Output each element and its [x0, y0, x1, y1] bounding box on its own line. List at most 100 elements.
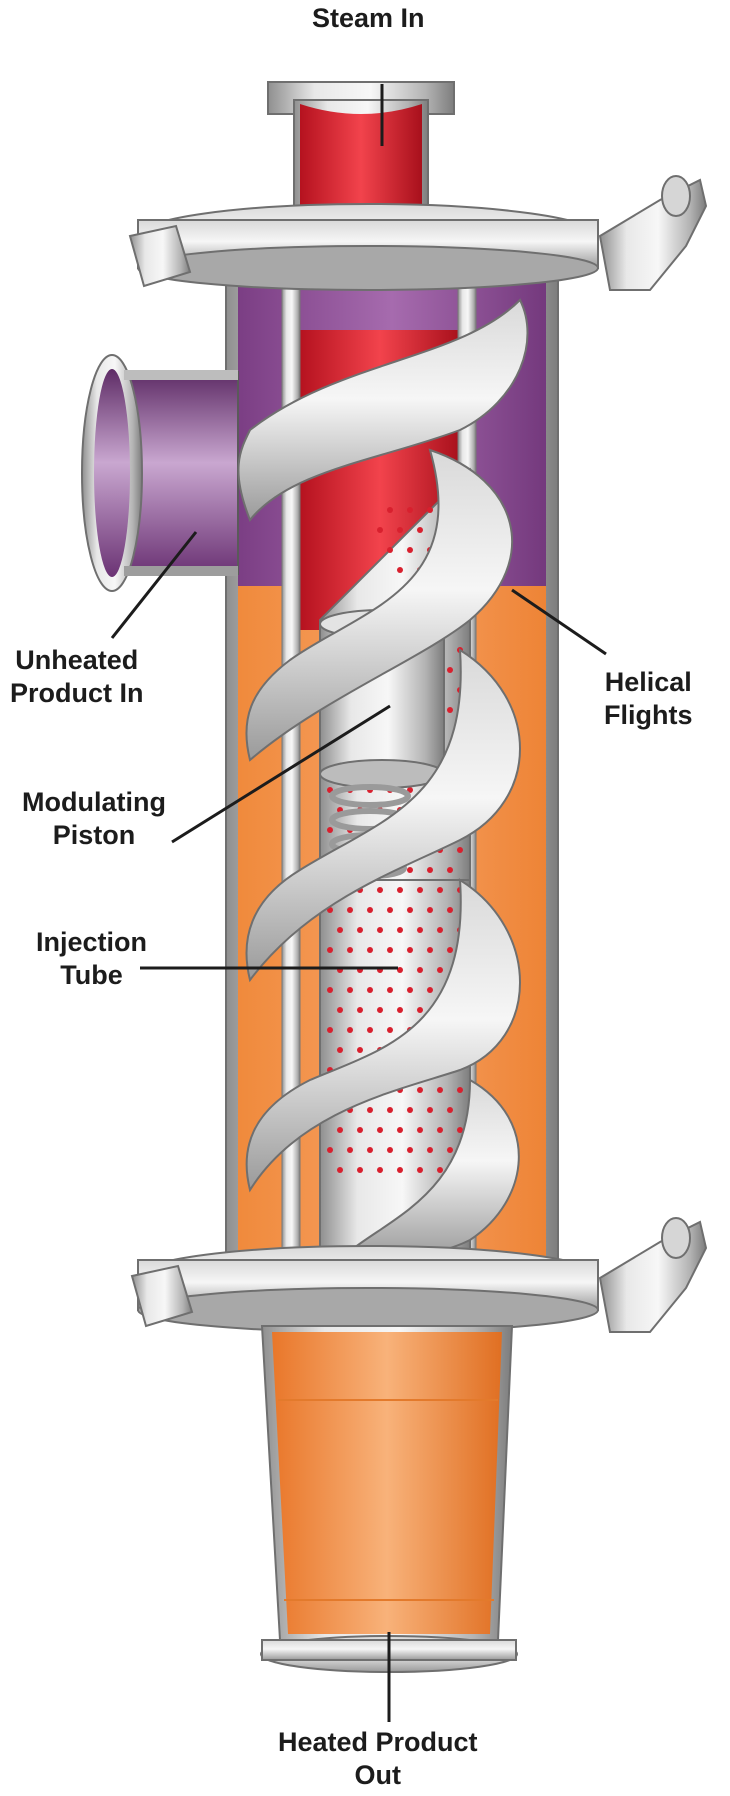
tube-hole [447, 907, 453, 913]
tube-hole [407, 507, 413, 513]
label-helical-line2: Flights [604, 699, 693, 732]
tube-hole [377, 887, 383, 893]
bottom-wing-nut [600, 1218, 706, 1332]
label-injection-tube: Injection Tube [36, 926, 147, 992]
tube-hole [407, 1147, 413, 1153]
tube-hole [427, 1107, 433, 1113]
tube-hole [417, 527, 423, 533]
label-steam-in-text: Steam In [312, 3, 425, 33]
label-injection-line2: Tube [36, 959, 147, 992]
tube-hole [347, 1147, 353, 1153]
label-helical-line1: Helical [604, 666, 693, 699]
tube-hole [407, 987, 413, 993]
tube-hole [367, 1107, 373, 1113]
tube-hole [457, 1087, 463, 1093]
tube-hole [357, 1167, 363, 1173]
tube-hole [437, 1167, 443, 1173]
heated-product-outlet [261, 1326, 517, 1672]
tube-hole [337, 1047, 343, 1053]
tube-hole [337, 1007, 343, 1013]
label-steam-in: Steam In [312, 2, 425, 35]
tube-hole [327, 1147, 333, 1153]
tube-hole [437, 927, 443, 933]
label-unheated-line2: Product In [10, 677, 144, 710]
tube-hole [437, 967, 443, 973]
label-heated-line1: Heated Product [278, 1726, 478, 1759]
tube-hole [417, 1127, 423, 1133]
label-unheated-line1: Unheated [10, 644, 144, 677]
tube-hole [387, 987, 393, 993]
tube-hole [347, 987, 353, 993]
tube-hole [327, 827, 333, 833]
tube-hole [387, 1027, 393, 1033]
tube-hole [427, 1147, 433, 1153]
tube-hole [347, 947, 353, 953]
steam-inlet-pipe [268, 82, 454, 220]
tube-hole [367, 1147, 373, 1153]
tube-hole [357, 1047, 363, 1053]
tube-hole [347, 907, 353, 913]
tube-hole [337, 1127, 343, 1133]
tube-hole [387, 547, 393, 553]
label-helical-flights: Helical Flights [604, 666, 693, 732]
tube-hole [437, 887, 443, 893]
tube-hole [377, 1167, 383, 1173]
tube-hole [357, 1127, 363, 1133]
tube-hole [427, 907, 433, 913]
tube-hole [427, 987, 433, 993]
tube-hole [377, 927, 383, 933]
tube-hole [387, 507, 393, 513]
label-heated-product-out: Heated Product Out [278, 1726, 478, 1792]
unheated-product-inlet [82, 355, 238, 591]
label-modulating-piston: Modulating Piston [22, 786, 166, 852]
tube-hole [407, 867, 413, 873]
tube-hole [377, 527, 383, 533]
tube-hole [407, 1107, 413, 1113]
tube-hole [447, 1147, 453, 1153]
tube-hole [447, 1107, 453, 1113]
tube-hole [427, 507, 433, 513]
tube-hole [357, 1007, 363, 1013]
tube-hole [337, 1167, 343, 1173]
tube-hole [377, 1007, 383, 1013]
tube-hole [377, 1127, 383, 1133]
tube-hole [337, 927, 343, 933]
tube-hole [387, 1107, 393, 1113]
tube-hole [387, 1147, 393, 1153]
tube-hole [407, 547, 413, 553]
top-wing-nut [600, 176, 706, 290]
tube-hole [417, 927, 423, 933]
tube-hole [357, 927, 363, 933]
tube-hole [407, 907, 413, 913]
tube-hole [327, 987, 333, 993]
tube-hole [397, 887, 403, 893]
tube-hole [447, 667, 453, 673]
tube-hole [397, 567, 403, 573]
tube-hole [367, 907, 373, 913]
tube-hole [447, 707, 453, 713]
tube-hole [417, 1087, 423, 1093]
tube-hole [367, 1027, 373, 1033]
tube-hole [367, 947, 373, 953]
tube-hole [397, 527, 403, 533]
tube-hole [417, 967, 423, 973]
label-unheated-product-in: Unheated Product In [10, 644, 144, 710]
tube-hole [327, 1027, 333, 1033]
label-heated-line2: Out [278, 1759, 478, 1792]
tube-hole [347, 1027, 353, 1033]
label-piston-line2: Piston [22, 819, 166, 852]
tube-hole [427, 947, 433, 953]
tube-hole [417, 887, 423, 893]
tube-hole [457, 847, 463, 853]
tube-hole [427, 867, 433, 873]
tube-hole [367, 987, 373, 993]
tube-hole [397, 1127, 403, 1133]
tube-hole [447, 867, 453, 873]
label-piston-line1: Modulating [22, 786, 166, 819]
tube-hole [387, 907, 393, 913]
tube-hole [387, 947, 393, 953]
tube-hole [397, 927, 403, 933]
label-injection-line1: Injection [36, 926, 147, 959]
tube-hole [437, 1087, 443, 1093]
